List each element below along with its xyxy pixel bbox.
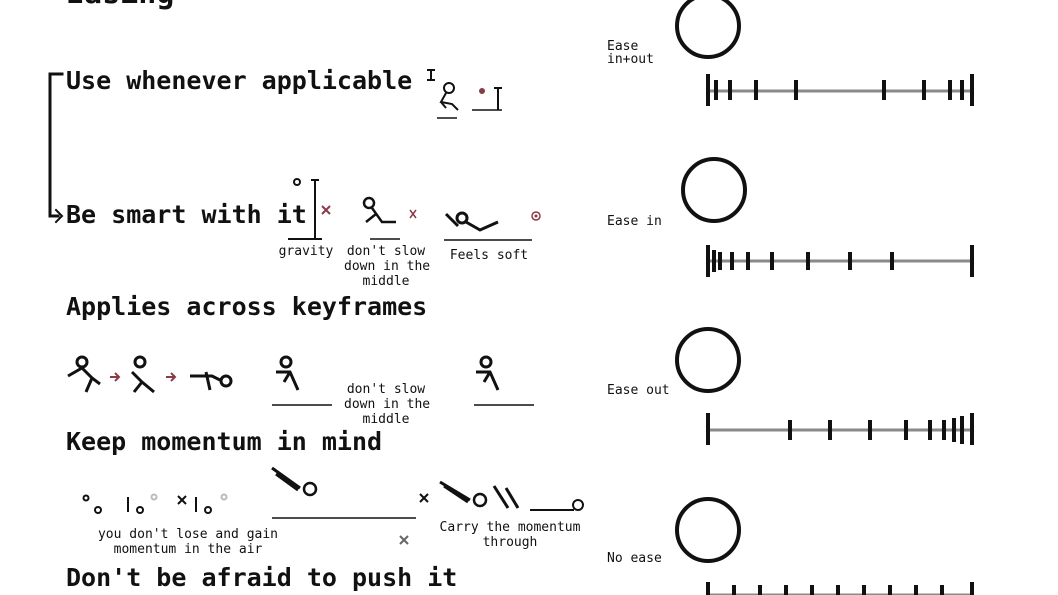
easing-label-in: Ease in [607,214,662,229]
heading-use-whenever: Use whenever applicable [66,66,413,95]
ball-ease-in [681,157,747,223]
easing-label-none: No ease [607,551,662,566]
heading-applies-across-keyframes: Applies across keyframes [66,292,428,321]
ease-out-diagram [675,327,974,445]
ball-ease-in-out [675,0,741,59]
gravity-icon [288,178,331,240]
heading-dont-be-afraid: Don't be afraid to push it [66,563,458,592]
caption-dont-slow-2: don't slow down in the middle [344,382,431,427]
keyframe-sequence-icon [67,355,534,406]
heading-keep-momentum: Keep momentum in mind [66,427,383,456]
no-ease-diagram [675,497,974,595]
easing-label-out: Ease out [607,383,670,398]
figure-applicable-icon [427,69,502,119]
soft-figure-icon [444,211,541,241]
page-title: Easing [66,0,174,11]
caption-dont-slow-1: don't slow down in the middle [344,244,431,289]
ball-ease-out [675,327,741,393]
bracket-arrow [48,72,64,218]
momentum-icons [82,466,584,545]
caption-momentum-air: you don't lose and gain momentum in the … [97,527,278,557]
easing-label-in-out: Ease in+out [607,39,654,67]
caption-gravity: gravity [278,244,334,259]
caption-carry-momentum: Carry the momentum through [439,520,581,550]
ease-in-out-diagram [675,0,974,106]
run-figure-icon [362,196,417,240]
ease-in-diagram [681,157,974,277]
caption-feels-soft: Feels soft [449,248,529,263]
ball-no-ease [675,497,741,563]
heading-be-smart: Be smart with it [66,200,307,229]
